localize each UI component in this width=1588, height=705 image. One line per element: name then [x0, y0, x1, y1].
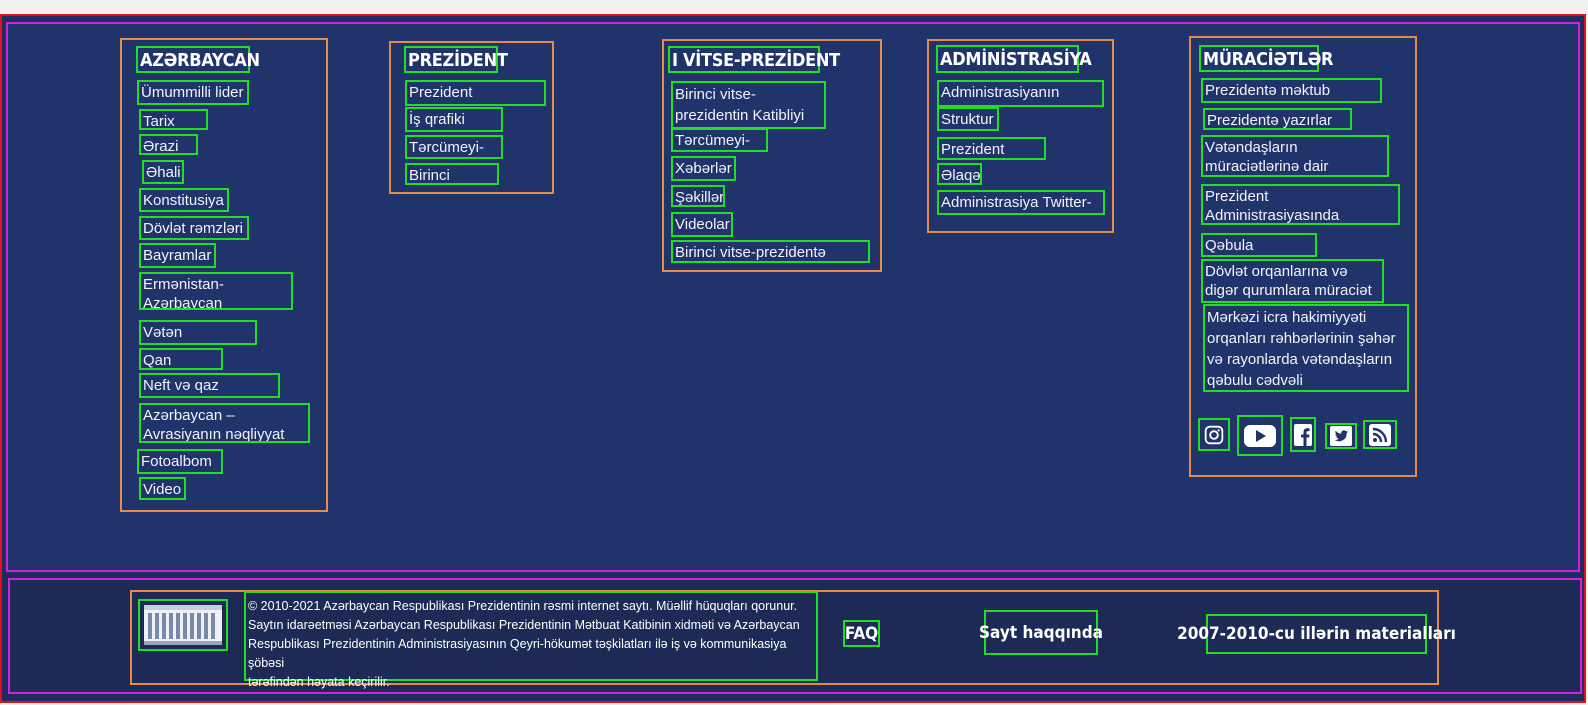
column-heading-president[interactable]: PREZİDENT — [404, 46, 508, 73]
twitter-button[interactable] — [1325, 423, 1357, 449]
link-blood-memory[interactable]: Qan yaddaşı — [139, 348, 223, 370]
copyright-line-1: © 2010-2021 Azərbaycan Respublikası Prez… — [248, 599, 798, 613]
bottom-footer — [8, 578, 1582, 694]
youtube-button[interactable] — [1237, 415, 1283, 456]
link-appeals-legislation[interactable]: Vətəndaşların müraciətlərinə dair qanunv… — [1201, 135, 1389, 177]
copyright-line-3: Respublikası Prezidentinin Administrasiy… — [248, 637, 787, 670]
column-heading-first-vice-president[interactable]: I VİTSE-PREZİDENT — [668, 46, 840, 73]
link-territory[interactable]: Ərazi — [139, 134, 198, 155]
column-heading-appeals[interactable]: MÜRACİƏTLƏR — [1199, 45, 1334, 72]
link-book-appointment[interactable]: Qəbula yazılmaq — [1201, 233, 1317, 257]
link-state-symbols[interactable]: Dövlət rəmzləri — [139, 216, 249, 240]
link-presidential-power[interactable]: Prezident hakimiyyəti — [405, 80, 546, 106]
link-vp-videos[interactable]: Videolar — [671, 212, 733, 237]
column-azerbaijan — [120, 38, 328, 512]
link-president-biography[interactable]: Tərcümeyi-hal — [405, 135, 503, 159]
link-constitution[interactable]: Konstitusiya — [139, 188, 229, 212]
link-national-leader[interactable]: Ümummilli lider — [137, 80, 249, 105]
link-work-schedule[interactable]: İş qrafiki — [405, 107, 503, 132]
link-head-of-administration[interactable]: Administrasiyanın rəhbəri — [937, 80, 1104, 107]
rss-icon — [1369, 423, 1391, 446]
column-heading-administration[interactable]: ADMİNİSTRASİYA — [936, 45, 1092, 73]
column-administration — [927, 39, 1114, 233]
link-contact[interactable]: Əlaqə — [937, 163, 982, 185]
link-appeal-to-state-bodies[interactable]: Dövlət orqanlarına və digər qurumlara mü… — [1201, 259, 1384, 303]
link-vp-letters[interactable]: Birinci vitse-prezidentə yazırlar — [671, 240, 870, 263]
sitemap-panel — [6, 22, 1580, 572]
link-administration-twitter[interactable]: Administrasiya Twitter-də — [937, 190, 1105, 215]
link-vp-photos[interactable]: Şəkillər — [671, 185, 725, 207]
archive-materials-link[interactable]: 2007-2010-cu illərin materialları — [1177, 614, 1456, 654]
facebook-icon — [1294, 423, 1312, 446]
link-vp-biography[interactable]: Tərcümeyi-hal — [671, 128, 768, 152]
link-eurasia-transport-hub[interactable]: Azərbaycan – Avrasiyanın nəqliyyat qovşa… — [139, 403, 310, 443]
link-write-to-president[interactable]: Prezidentə məktub yazmaq — [1201, 78, 1382, 103]
presidential-building-logo — [144, 605, 222, 645]
link-patriotic-war[interactable]: Vətən müharibəsi — [139, 320, 257, 345]
link-letters-to-president[interactable]: Prezidentə yazırlar — [1203, 108, 1352, 130]
column-heading-azerbaijan[interactable]: AZƏRBAYCAN — [136, 46, 260, 73]
column-first-vice-president — [662, 39, 882, 272]
youtube-icon — [1244, 424, 1276, 447]
link-photo-album[interactable]: Fotoalbom — [137, 449, 223, 474]
link-video[interactable]: Video — [139, 477, 186, 500]
link-armenia-azerbaijan-conflict[interactable]: Ermənistan-Azərbaycan münaqişəsi — [139, 272, 293, 310]
instagram-icon — [1204, 425, 1224, 444]
about-site-link[interactable]: Sayt haqqında — [979, 610, 1103, 655]
link-presidential-palace[interactable]: Prezident sarayı — [937, 137, 1046, 160]
site-logo[interactable] — [138, 599, 228, 651]
link-first-lady[interactable]: Birinci Xanım — [405, 163, 499, 185]
link-vp-news[interactable]: Xəbərlər — [671, 156, 736, 181]
link-vp-secretariat[interactable]: Birinci vitse-prezidentin Katibliyi — [671, 81, 826, 129]
copyright-line-4: tərəfindən həyata keçirilir. — [248, 675, 390, 689]
instagram-button[interactable] — [1198, 418, 1230, 451]
copyright-line-2: Saytın idarəetməsi Azərbaycan Respublika… — [248, 618, 800, 632]
column-appeals — [1189, 36, 1417, 477]
faq-link[interactable]: FAQ — [843, 620, 880, 647]
link-history[interactable]: Tarix — [139, 109, 208, 130]
copyright-text: © 2010-2021 Azərbaycan Respublikası Prez… — [244, 591, 818, 689]
link-holidays[interactable]: Bayramlar — [139, 243, 216, 268]
link-reception-days[interactable]: Prezident Administrasiyasında vətəndaşla… — [1201, 184, 1400, 225]
link-reception-schedule[interactable]: Mərkəzi icra hakimiyyəti orqanları rəhbə… — [1203, 304, 1409, 392]
link-structure[interactable]: Struktur — [937, 107, 999, 131]
facebook-button[interactable] — [1290, 417, 1316, 452]
twitter-icon — [1330, 426, 1352, 446]
column-president — [389, 41, 554, 194]
link-population[interactable]: Əhali — [142, 160, 184, 184]
rss-button[interactable] — [1363, 420, 1397, 449]
link-oil-gas-projects[interactable]: Neft və qaz layihələri — [139, 373, 280, 398]
